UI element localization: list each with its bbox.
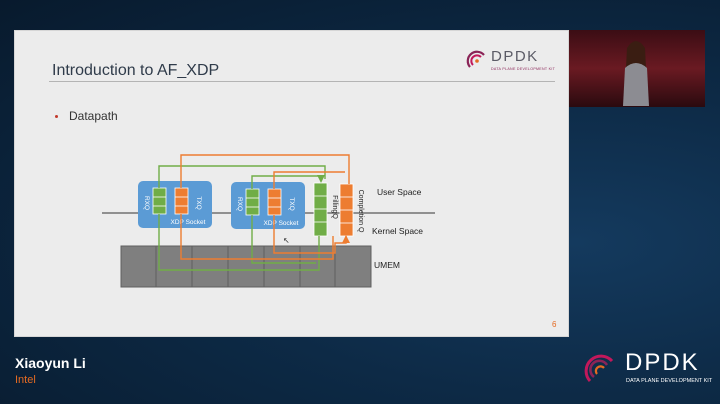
rxq-label-2: RXQ: [236, 197, 243, 211]
speaker-name: Xiaoyun Li: [15, 355, 86, 371]
speaker-organization: Intel: [15, 374, 36, 386]
txq-label-1: TXQ: [195, 196, 202, 209]
bullet-datapath: Datapath: [69, 109, 118, 123]
umem-label: UMEM: [374, 260, 400, 270]
dpdk-tagline: DATA PLANE DEVELOPMENT KIT: [491, 67, 556, 71]
fill-queue: FillingQ: [313, 182, 338, 237]
dpdk-wordmark: DPDK: [491, 48, 539, 65]
xdp-socket-2: RXQ TXQ XDP Socket: [231, 182, 305, 229]
xdp-socket-label-1: XDP Socket: [171, 219, 206, 226]
rxq-label-1: RXQ: [143, 196, 150, 210]
kernel-space-label: Kernel Space: [372, 226, 423, 236]
bullet-dot-icon: [55, 115, 58, 118]
dpdk-slide-logo: DPDK DATA PLANE DEVELOPMENT KIT: [464, 48, 559, 78]
fill-queue-label: FillingQ: [331, 195, 338, 219]
presentation-slide: Introduction to AF_XDP DPDK DATA PLANE D…: [14, 30, 569, 337]
completion-arrow-icon: [342, 235, 350, 243]
title-divider: [49, 81, 555, 82]
xdp-socket-1: RXQ TXQ XDP Socket: [138, 181, 212, 228]
dpdk-brand-tagline: DATA PLANE DEVELOPMENT KIT: [626, 378, 713, 384]
completion-queue: Completion Q: [339, 183, 364, 237]
fill-arrow-icon: [317, 175, 325, 183]
mouse-cursor-icon: ↖: [283, 236, 290, 245]
slide-title: Introduction to AF_XDP: [52, 62, 220, 79]
dpdk-brand-wordmark: DPDK: [625, 349, 700, 376]
speaker-figure: [623, 41, 649, 106]
speaker-webcam: [569, 30, 705, 107]
dpdk-brand-logo: DPDK DATA PLANE DEVELOPMENT KIT: [581, 349, 713, 391]
xdp-socket-label-2: XDP Socket: [264, 220, 299, 227]
af-xdp-datapath-diagram: RXQ TXQ XDP Socket RXQ TXQ XDP Socket Fi…: [102, 154, 435, 288]
user-space-label: User Space: [377, 187, 422, 197]
dpdk-swirl-icon: [584, 354, 614, 383]
dpdk-swirl-icon: [466, 50, 485, 68]
slide-page-number: 6: [552, 320, 557, 329]
txq-label-2: TXQ: [288, 197, 295, 210]
completion-queue-label: Completion Q: [357, 190, 364, 233]
